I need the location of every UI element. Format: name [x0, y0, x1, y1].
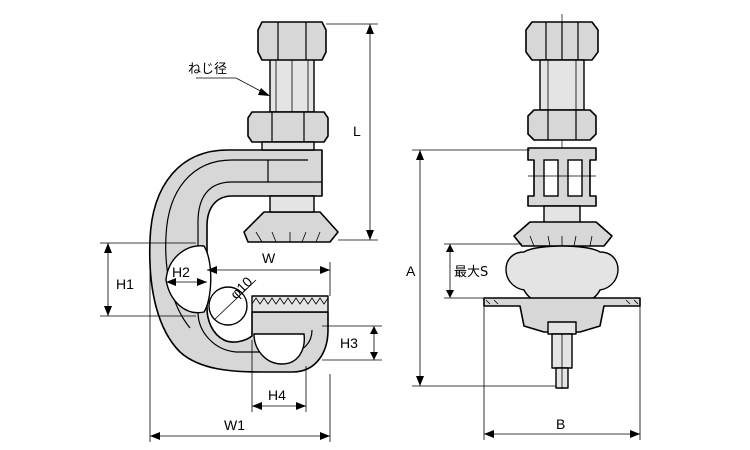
- dim-W-label: W: [262, 250, 276, 266]
- frame-neck-front: [527, 147, 597, 207]
- thread-diameter-label: ねじ径: [188, 62, 227, 77]
- dim-B-label: B: [556, 416, 565, 432]
- pressure-pad-front: [513, 221, 613, 247]
- lower-jaw-front: [483, 297, 641, 333]
- threaded-rod-front: [539, 59, 585, 111]
- dim-H1-label: H1: [116, 276, 134, 292]
- lock-nut-front: [527, 109, 597, 141]
- dim-H4-label: H4: [268, 387, 286, 403]
- bottom-pocket: [253, 333, 305, 365]
- left-pocket: [165, 245, 212, 314]
- c-frame-body: [148, 149, 329, 373]
- bottom-stud: [547, 321, 577, 335]
- pressure-pad: [243, 211, 339, 243]
- dim-A-label: A: [406, 263, 416, 279]
- dim-max-S-label: 最大S: [454, 265, 488, 280]
- top-hex-nut-side: [257, 21, 327, 61]
- side-view: ねじ径 L H1 H2 W φ10 H3: [100, 21, 382, 442]
- dim-H2-label: H2: [172, 264, 190, 280]
- dim-H3-label: H3: [340, 335, 358, 351]
- front-view: A 最大S B: [406, 14, 641, 440]
- dim-L-label: L: [353, 123, 361, 139]
- lock-nut-side: [247, 111, 329, 143]
- dim-W1-label: W1: [224, 417, 245, 433]
